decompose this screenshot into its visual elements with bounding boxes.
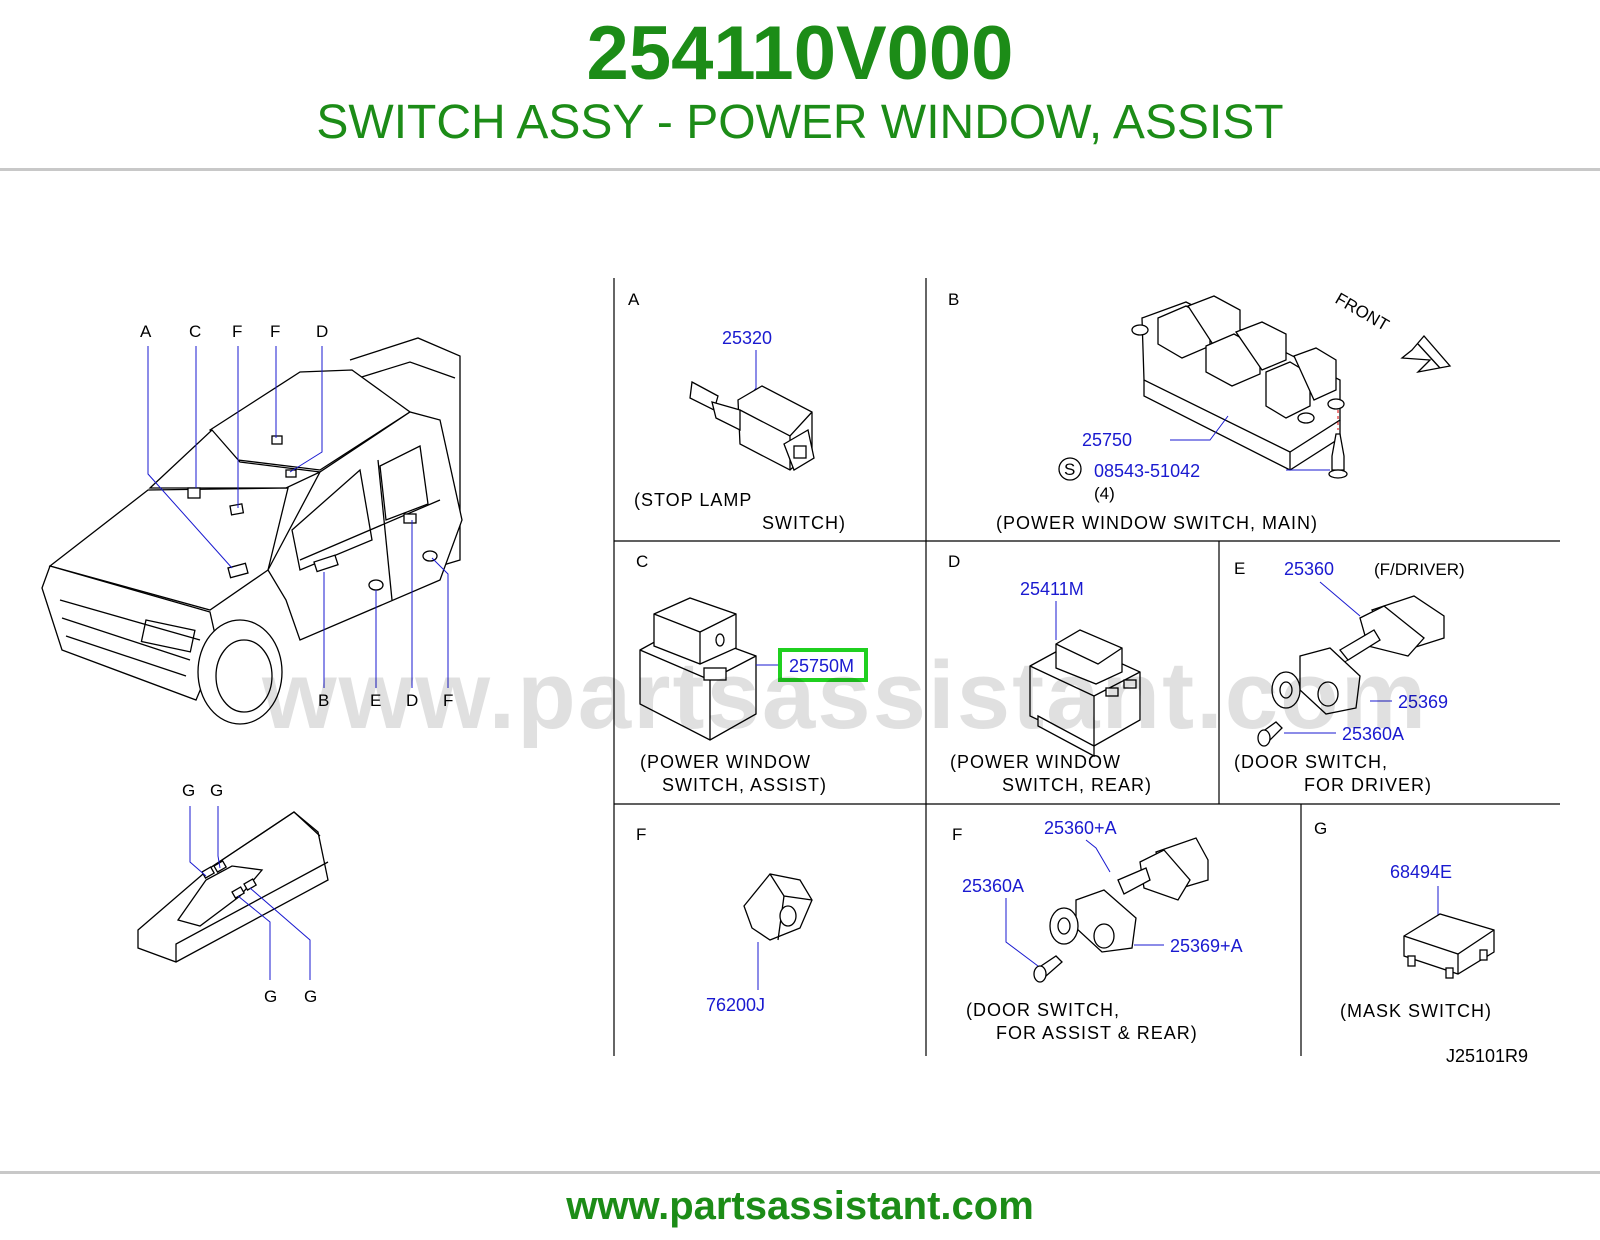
console-label-g: G <box>210 781 223 800</box>
parts-diagram: A C F F D B E D F G G G G A <box>41 278 1560 1066</box>
panel-g-part-number: 68494E <box>1390 862 1452 882</box>
panel-e-part-number: 25360 <box>1284 559 1334 579</box>
overview-label-d: D <box>406 691 418 710</box>
diagram-code: J25101R9 <box>1446 1046 1528 1066</box>
overview-label-e: E <box>370 691 381 710</box>
panel-g-caption: (MASK SWITCH) <box>1340 1001 1492 1021</box>
part-title: SWITCH ASSY - POWER WINDOW, ASSIST <box>316 96 1284 149</box>
panel-b-part-number: 25750 <box>1082 430 1132 450</box>
console-label-g: G <box>264 987 277 1006</box>
panel-e-letter: E <box>1234 559 1245 578</box>
panel-d-caption: (POWER WINDOW <box>950 752 1121 772</box>
panel-f-letter: F <box>952 825 962 844</box>
panel-e-note: (F/DRIVER) <box>1374 560 1465 579</box>
panel-grid <box>613 278 1560 1056</box>
panel-g-letter: G <box>1314 819 1327 838</box>
panel-d: D 25411M (POWER WINDOW SWITCH, REAR) <box>948 552 1152 795</box>
panel-b-screw-part-number: 08543-51042 <box>1094 461 1200 481</box>
panel-f-part-number: 25360A <box>962 876 1024 896</box>
footer-divider <box>0 1171 1600 1174</box>
panel-d-caption: SWITCH, REAR) <box>1002 775 1152 795</box>
panel-b-caption: (POWER WINDOW SWITCH, MAIN) <box>996 513 1318 533</box>
panel-a-caption: SWITCH) <box>762 513 846 533</box>
panel-g: G 68494E (MASK SWITCH) <box>1314 819 1495 1021</box>
panel-b-letter: B <box>948 290 959 309</box>
truck-overview: A C F F D B E D F <box>41 322 463 725</box>
console-overview: G G G G <box>137 781 329 1006</box>
watermark: www.partsassistant.com <box>261 642 1428 749</box>
panel-e-part-number: 25360A <box>1342 724 1404 744</box>
panel-d-letter: D <box>948 552 960 571</box>
panel-f-caption: (DOOR SWITCH, <box>966 1000 1120 1020</box>
panel-e-part-number: 25369 <box>1398 692 1448 712</box>
overview-label-a: A <box>140 322 152 341</box>
page-header: 254110V000 SWITCH ASSY - POWER WINDOW, A… <box>0 0 1600 170</box>
footer-url-link[interactable]: www.partsassistant.com <box>566 1184 1034 1228</box>
overview-label-f: F <box>232 322 242 341</box>
panel-f-part-number: 25360+A <box>1044 818 1117 838</box>
panel-e-caption: FOR DRIVER) <box>1304 775 1432 795</box>
front-arrow-icon <box>1400 335 1452 374</box>
overview-label-f: F <box>443 691 453 710</box>
panel-c: C 25750M (POWER WINDOW SWITCH, ASSIST) <box>636 552 868 795</box>
panel-f-part-number: 25369+A <box>1170 936 1243 956</box>
console-label-g: G <box>182 781 195 800</box>
panel-a-part-number: 25320 <box>722 328 772 348</box>
panel-e: E 25360 (F/DRIVER) 25369 25360A (DOOR SW… <box>1234 559 1465 795</box>
panel-a-caption: (STOP LAMP <box>634 490 752 510</box>
panel-a-letter: A <box>628 290 640 309</box>
part-number: 254110V000 <box>586 11 1014 96</box>
panel-d-part-number: 25411M <box>1020 579 1084 599</box>
panel-e-caption: (DOOR SWITCH, <box>1234 752 1388 772</box>
panel-f-letter: F <box>636 825 646 844</box>
front-label: FRONT <box>1332 289 1392 335</box>
selected-part-highlight <box>778 648 868 682</box>
panel-f-door-switch: F 25360+A 25360A 25369+A (DOOR SWITCH, F… <box>952 818 1243 1043</box>
overview-label-f: F <box>270 322 280 341</box>
panel-b-screw-quantity: (4) <box>1094 484 1115 503</box>
overview-label-d: D <box>316 322 328 341</box>
panel-f-part-number: 76200J <box>706 995 765 1015</box>
panel-f-caption: FOR ASSIST & REAR) <box>996 1023 1198 1043</box>
overview-label-c: C <box>189 322 201 341</box>
panel-c-letter: C <box>636 552 648 571</box>
header-divider <box>0 168 1600 171</box>
screw-symbol: S <box>1064 460 1075 479</box>
panel-f-grommet: F 76200J <box>636 825 813 1015</box>
panel-c-part-number[interactable]: 25750M <box>789 656 854 676</box>
panel-c-caption: (POWER WINDOW <box>640 752 811 772</box>
panel-c-caption: SWITCH, ASSIST) <box>662 775 827 795</box>
overview-label-b: B <box>318 691 329 710</box>
console-label-g: G <box>304 987 317 1006</box>
panel-a: A 25320 (STOP LAMP SWITCH) <box>628 290 846 533</box>
panel-b: B 25750 S 08543-51042 (4) FRONT (POWER W… <box>948 289 1452 533</box>
